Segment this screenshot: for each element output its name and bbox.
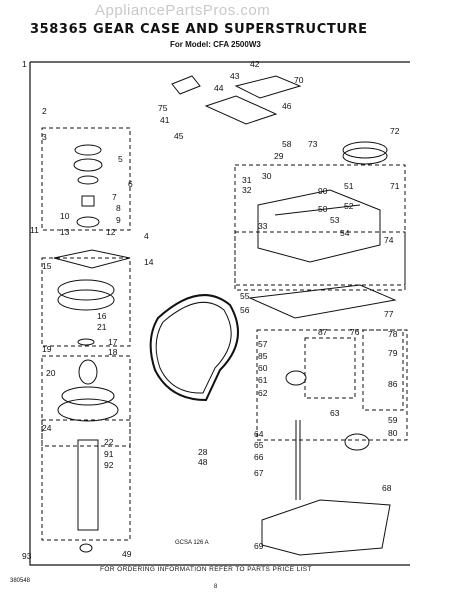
part-number-label: 16 <box>97 311 107 321</box>
part-number-label: 66 <box>254 452 264 462</box>
part-number-label: 10 <box>60 211 70 221</box>
part-number-label: 17 <box>108 337 118 347</box>
part-number-label: 55 <box>240 291 250 301</box>
part-number-label: 9 <box>116 215 121 225</box>
part-number-label: 32 <box>242 185 252 195</box>
figure-code: GCSA 126 A <box>175 540 209 546</box>
part-number-label: 24 <box>42 423 52 433</box>
diagram-title: 358365 GEAR CASE AND SUPERSTRUCTURE <box>30 22 368 37</box>
part-number-label: 45 <box>174 131 184 141</box>
part-number-label: 48 <box>198 457 208 467</box>
part-number-label: 29 <box>274 151 284 161</box>
part-number-label: 63 <box>330 408 340 418</box>
part-number-label: 31 <box>242 175 252 185</box>
part-number-label: 53 <box>330 215 340 225</box>
part-number-label: 52 <box>344 201 354 211</box>
part-number-label: 64 <box>254 429 264 439</box>
part-number-label: 72 <box>390 126 400 136</box>
part-number-label: 8 <box>116 203 121 213</box>
part-number-label: 13 <box>60 227 70 237</box>
part-number-label: 73 <box>308 139 318 149</box>
part-number-label: 50 <box>318 204 328 214</box>
part-number-label: 51 <box>344 181 354 191</box>
part-number-label: 77 <box>384 309 394 319</box>
part-number-label: 41 <box>160 115 170 125</box>
model-number: For Model: CFA 2500W3 <box>170 40 261 49</box>
part-number-label: 2 <box>42 106 47 116</box>
part-number-label: 57 <box>258 339 268 349</box>
part-number-label: 80 <box>388 428 398 438</box>
part-number-label: 1 <box>22 59 27 69</box>
part-number-label: 5 <box>118 154 123 164</box>
page-number: 8 <box>214 584 218 590</box>
part-number-label: 78 <box>388 329 398 339</box>
watermark: AppliancePartsPros.com <box>95 2 271 19</box>
part-number-label: 67 <box>254 468 264 478</box>
part-number-label: 61 <box>258 375 268 385</box>
part-number-label: 49 <box>122 549 132 559</box>
part-number-label: 90 <box>318 186 328 196</box>
part-number-label: 62 <box>258 388 268 398</box>
drawing-code: 380548 <box>10 578 31 584</box>
part-number-label: 6 <box>128 179 133 189</box>
part-number-label: 75 <box>158 103 168 113</box>
part-number-label: 56 <box>240 305 250 315</box>
part-number-label: 18 <box>108 347 118 357</box>
part-number-label: 70 <box>294 75 304 85</box>
part-number-label: 60 <box>258 363 268 373</box>
part-number-label: 71 <box>390 181 400 191</box>
ordering-footnote: FOR ORDERING INFORMATION REFER TO PARTS … <box>100 566 312 573</box>
part-number-label: 85 <box>258 351 268 361</box>
part-number-label: 4 <box>144 231 149 241</box>
part-number-label: 44 <box>214 83 224 93</box>
part-number-label: 74 <box>384 235 394 245</box>
part-number-label: 42 <box>250 59 260 69</box>
part-number-label: 65 <box>254 440 264 450</box>
part-number-label: 59 <box>388 415 398 425</box>
part-number-label: 87 <box>318 327 328 337</box>
part-number-label: 76 <box>350 327 360 337</box>
part-number-label: 14 <box>144 257 154 267</box>
part-number-label: 86 <box>388 379 398 389</box>
part-number-label: 46 <box>282 101 292 111</box>
part-number-label: 20 <box>46 368 56 378</box>
part-number-label: 92 <box>104 460 114 470</box>
part-number-label: 91 <box>104 449 114 459</box>
part-number-label: 58 <box>282 139 292 149</box>
part-number-label: 93 <box>22 551 32 561</box>
part-number-label: 21 <box>97 322 107 332</box>
part-number-label: 68 <box>382 483 392 493</box>
part-number-label: 43 <box>230 71 240 81</box>
part-number-label: 19 <box>42 344 52 354</box>
part-number-label: 33 <box>258 221 268 231</box>
part-number-label: 15 <box>42 261 52 271</box>
part-number-label: 3 <box>42 132 47 142</box>
part-number-label: 54 <box>340 228 350 238</box>
part-number-label: 11 <box>30 225 39 235</box>
part-number-label: 69 <box>254 541 264 551</box>
part-number-label: 28 <box>198 447 208 457</box>
part-number-label: 12 <box>106 227 116 237</box>
part-number-label: 7 <box>112 192 117 202</box>
part-number-label: 79 <box>388 348 398 358</box>
part-number-label: 30 <box>262 171 272 181</box>
part-number-label: 22 <box>104 437 114 447</box>
